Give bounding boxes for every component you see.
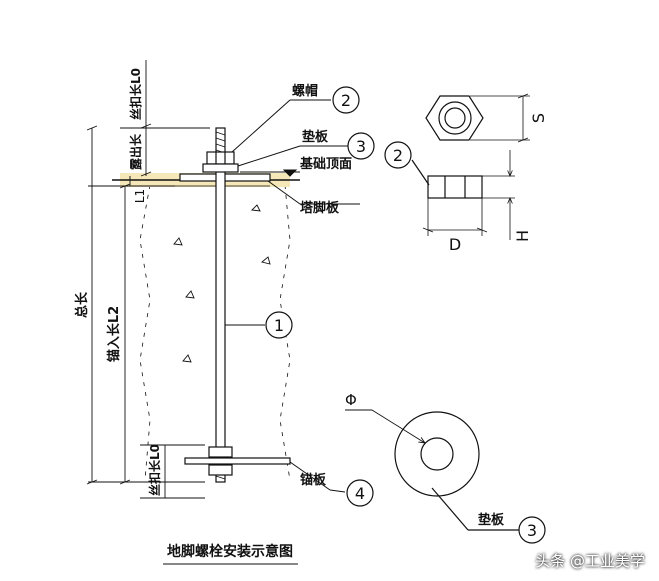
- balloon-washer: 3: [347, 132, 375, 160]
- balloon-rod: 1: [265, 311, 293, 339]
- watermark-text: 头条 @工业美学: [535, 552, 645, 570]
- thread-bottom: [215, 475, 226, 480]
- label-anchor-plate: 锚板: [300, 472, 327, 488]
- bolt-assembly: [112, 127, 300, 483]
- balloon-washer-detail-number: 3: [527, 521, 537, 540]
- dim-l1: L1: [133, 189, 147, 203]
- label-foundation-top: 基础顶面: [299, 156, 352, 172]
- anchor-plate: [184, 457, 291, 465]
- dimension-lines: [86, 60, 210, 499]
- hex-nut-side-view: [427, 175, 483, 199]
- leaders: [225, 99, 360, 493]
- balloon-anchor-plate: 4: [346, 479, 374, 507]
- dim-thread-top: 丝扣长L0: [128, 68, 143, 120]
- balloon-nut-detail-number: 2: [393, 146, 403, 165]
- aggregate-marks: [173, 204, 271, 363]
- dim-total: 总长: [74, 291, 90, 318]
- bolt-rod: [215, 127, 226, 483]
- dim-exposed: 露出长: [128, 133, 143, 170]
- dim-embed: 锚入长L2: [106, 306, 122, 362]
- balloon-washer-detail: 3: [518, 516, 546, 544]
- label-nut: 螺帽: [292, 83, 318, 99]
- diagram-title: 地脚螺栓安装示意图: [167, 543, 293, 560]
- dim-thread-bottom: 丝扣长L0: [147, 444, 162, 496]
- balloon-rod-number: 1: [274, 316, 284, 335]
- balloon-nut-detail: 2: [384, 141, 412, 169]
- bottom-nut-upper: [208, 446, 233, 458]
- balloon-nut: 2: [332, 86, 360, 114]
- label-washer-detail: 垫板: [478, 512, 505, 528]
- balloon-washer-number: 3: [356, 137, 366, 156]
- washer-outer-circle: [394, 411, 480, 497]
- bottom-nut-lower: [208, 464, 233, 476]
- dim-h: H: [513, 230, 532, 242]
- nut-detail: [411, 93, 530, 240]
- washer-detail: [345, 409, 520, 531]
- balloon-nut-number: 2: [341, 91, 351, 110]
- top-nut: [206, 151, 235, 165]
- label-washer: 垫板: [302, 129, 329, 145]
- dim-s: S: [529, 113, 548, 123]
- washer-inner-circle: [420, 437, 454, 471]
- top-washer: [202, 163, 239, 173]
- dim-d: D: [449, 235, 461, 254]
- dim-phi: Φ: [345, 391, 357, 409]
- concrete-outline: [139, 184, 151, 481]
- hex-nut-top-view: [425, 95, 484, 141]
- balloon-anchor-plate-number: 4: [355, 484, 365, 503]
- label-tower-plate: 塔脚板: [300, 200, 340, 216]
